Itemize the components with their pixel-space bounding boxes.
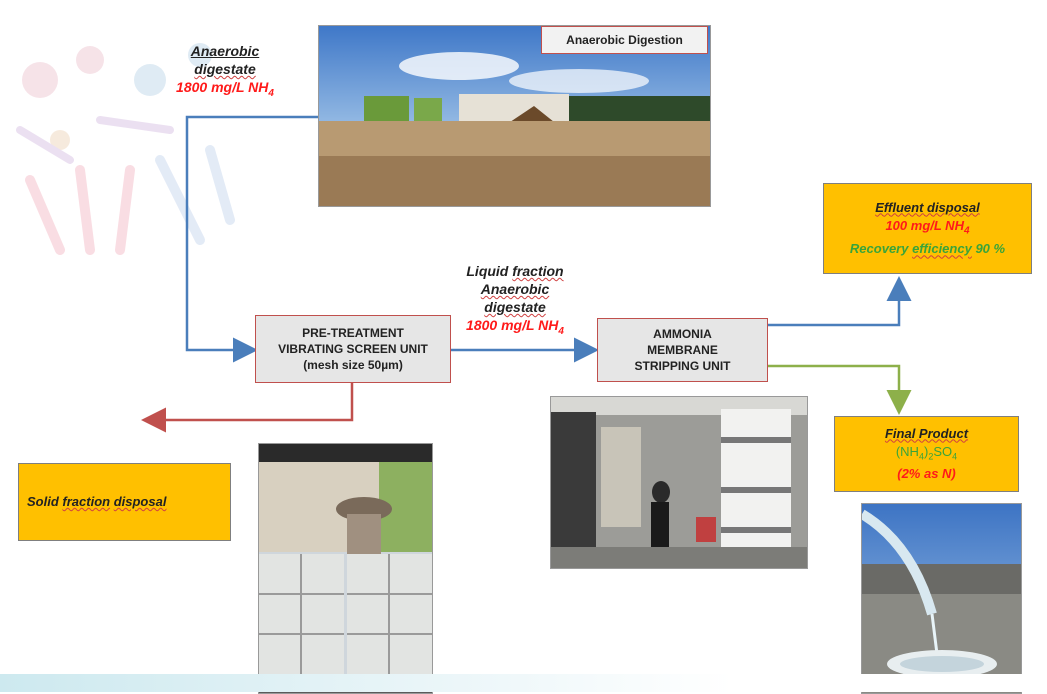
stripping-unit-photo — [550, 396, 808, 569]
digestate-label-line1: Anaerobic — [190, 43, 260, 59]
stripping-line1: AMMONIA — [653, 327, 712, 341]
solid-fraction-text: Solid fraction disposal — [27, 494, 167, 509]
effluent-disposal-box: Effluent disposal 100 mg/L NH4 Recovery … — [823, 183, 1032, 274]
liquid-concentration: 1800 mg/L NH4 — [466, 317, 564, 337]
digestate-label-line2: digestate — [194, 61, 256, 77]
pretreatment-line3: (mesh size 50µm) — [303, 358, 403, 372]
arrow-digestion-to-pretreatment — [185, 115, 318, 363]
stripping-line2: MEMBRANE — [647, 343, 718, 357]
arrow-final-product — [768, 364, 912, 415]
final-product-photo — [861, 503, 1022, 694]
recovery-efficiency: Recovery efficiency 90 % — [849, 241, 1006, 257]
liquid-fraction-label: Liquid fraction Anaerobic digestate 1800… — [440, 262, 590, 341]
effluent-title: Effluent disposal — [875, 199, 980, 215]
watermark-logo — [16, 43, 235, 255]
digestate-concentration: 1800 mg/L NH4 — [176, 79, 274, 99]
final-product-box: Final Product (NH4)2SO4 (2% as N) — [834, 416, 1019, 492]
pretreatment-box: PRE-TREATMENT VIBRATING SCREEN UNIT (mes… — [255, 315, 451, 383]
anaerobic-digestion-label: Anaerobic Digestion — [541, 26, 708, 54]
bottom-decoration — [0, 674, 1047, 692]
stripping-unit-box: AMMONIA MEMBRANE STRIPPING UNIT — [597, 318, 768, 382]
final-product-note: (2% as N) — [897, 466, 956, 482]
anaerobic-digestion-photo — [318, 25, 711, 207]
arrow-solid-disposal — [141, 383, 354, 433]
digestate-label: Anaerobic digestate 1800 mg/L NH4 — [155, 42, 295, 103]
final-product-formula: (NH4)2SO4 — [895, 443, 958, 462]
stripping-line3: STRIPPING UNIT — [634, 359, 731, 373]
pretreatment-line1: PRE-TREATMENT — [302, 326, 404, 340]
final-product-title: Final Product — [884, 425, 969, 441]
solid-fraction-disposal-box: Solid fraction disposal — [18, 463, 231, 541]
liquid-fraction-line3: digestate — [484, 299, 546, 315]
liquid-fraction-line1: Liquid fraction — [466, 263, 564, 279]
liquid-fraction-line2: Anaerobic — [480, 281, 550, 297]
vibrating-screen-photo — [258, 443, 433, 694]
arrow-effluent — [768, 276, 912, 327]
effluent-concentration: 100 mg/L NH4 — [885, 217, 970, 237]
pretreatment-line2: VIBRATING SCREEN UNIT — [278, 342, 428, 356]
